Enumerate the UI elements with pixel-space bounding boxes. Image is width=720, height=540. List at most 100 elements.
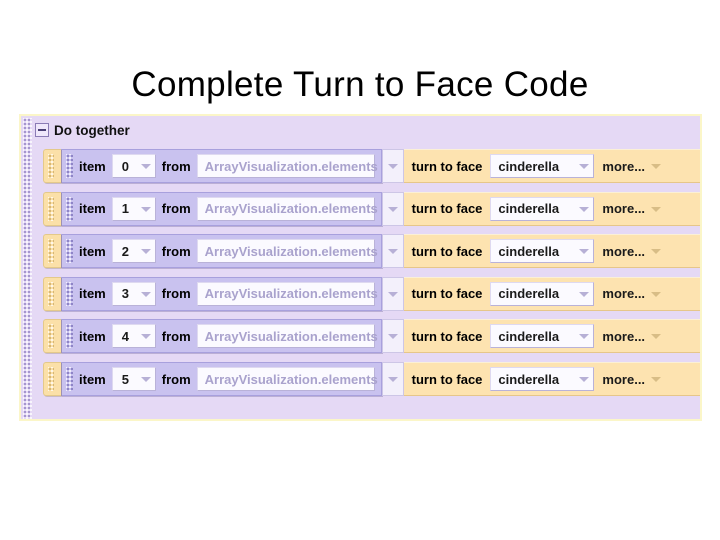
more-options-dropdown[interactable]: more... bbox=[602, 371, 662, 387]
target-object-value: cinderella bbox=[498, 158, 560, 174]
turn-to-face-action-tile[interactable]: turn to face cinderella more... bbox=[403, 362, 700, 396]
item-index-value: 2 bbox=[121, 243, 129, 259]
row-options-dropdown[interactable] bbox=[381, 362, 404, 396]
more-options-dropdown[interactable]: more... bbox=[602, 201, 662, 217]
row-drag-handle[interactable] bbox=[43, 276, 61, 311]
chevron-down-icon bbox=[140, 249, 151, 255]
array-expression-value: ArrayVisualization.elements bbox=[204, 243, 378, 259]
target-object-dropdown[interactable]: cinderella bbox=[490, 281, 595, 306]
from-keyword-label: from bbox=[161, 286, 191, 302]
chevron-down-icon bbox=[387, 377, 398, 382]
row-drag-handle[interactable] bbox=[43, 191, 61, 226]
turn-to-face-action-tile[interactable]: turn to face cinderella more... bbox=[403, 234, 700, 269]
item-index-dropdown[interactable]: 4 bbox=[111, 324, 156, 349]
item-expression-tile[interactable]: item 2 from ArrayVisualization.elements bbox=[61, 234, 393, 269]
array-expression-dropdown[interactable]: ArrayVisualization.elements bbox=[196, 324, 393, 349]
array-expression-dropdown[interactable]: ArrayVisualization.elements bbox=[196, 154, 393, 178]
row-options-dropdown[interactable] bbox=[381, 234, 404, 269]
item-index-dropdown[interactable]: 0 bbox=[111, 154, 156, 178]
item-keyword-label: item bbox=[79, 243, 106, 259]
turn-to-face-label: turn to face bbox=[411, 328, 483, 344]
row-options-dropdown[interactable] bbox=[381, 276, 404, 311]
more-options-dropdown[interactable]: more... bbox=[602, 286, 662, 301]
more-options-label: more... bbox=[602, 201, 646, 217]
item-index-value: 0 bbox=[121, 158, 129, 174]
item-index-value: 4 bbox=[121, 328, 129, 344]
more-options-dropdown[interactable]: more... bbox=[602, 159, 662, 174]
more-options-dropdown[interactable]: more... bbox=[602, 329, 662, 344]
row-drag-handle[interactable] bbox=[43, 234, 61, 269]
page-title: Complete Turn to Face Code bbox=[131, 65, 589, 105]
chevron-down-icon bbox=[140, 334, 151, 340]
from-keyword-label: from bbox=[161, 328, 191, 344]
target-object-dropdown[interactable]: cinderella bbox=[490, 367, 595, 391]
target-object-value: cinderella bbox=[498, 371, 560, 387]
item-index-dropdown[interactable]: 2 bbox=[111, 239, 156, 264]
from-keyword-label: from bbox=[161, 243, 191, 259]
more-options-label: more... bbox=[602, 371, 646, 387]
chevron-down-icon bbox=[579, 249, 590, 255]
drag-handle-dots-icon[interactable] bbox=[23, 118, 32, 419]
chevron-down-icon bbox=[140, 377, 151, 382]
item-index-dropdown[interactable]: 1 bbox=[111, 196, 156, 221]
drag-handle-dots-icon bbox=[66, 281, 73, 306]
drag-handle-dots-icon bbox=[48, 196, 54, 221]
chevron-down-icon bbox=[579, 377, 590, 382]
turn-to-face-label: turn to face bbox=[411, 371, 483, 387]
turn-to-face-action-tile[interactable]: turn to face cinderella more... bbox=[403, 319, 700, 354]
turn-to-face-label: turn to face bbox=[411, 243, 483, 259]
array-expression-value: ArrayVisualization.elements bbox=[204, 201, 378, 217]
more-options-dropdown[interactable]: more... bbox=[602, 244, 662, 259]
drag-handle-dots-icon bbox=[48, 367, 54, 391]
chevron-down-icon bbox=[651, 377, 662, 382]
drag-handle-dots-icon bbox=[48, 324, 54, 349]
row-options-dropdown[interactable] bbox=[381, 149, 404, 183]
drag-handle-dots-icon bbox=[66, 154, 73, 178]
array-expression-value: ArrayVisualization.elements bbox=[204, 286, 378, 302]
item-index-dropdown[interactable]: 3 bbox=[111, 281, 156, 306]
target-object-dropdown[interactable]: cinderella bbox=[490, 324, 595, 349]
array-expression-value: ArrayVisualization.elements bbox=[204, 328, 378, 344]
target-object-value: cinderella bbox=[498, 243, 560, 259]
row-options-dropdown[interactable] bbox=[381, 191, 404, 226]
row-drag-handle[interactable] bbox=[43, 149, 61, 183]
row-drag-handle[interactable] bbox=[43, 319, 61, 354]
row-drag-handle[interactable] bbox=[43, 362, 61, 396]
chevron-down-icon bbox=[140, 291, 151, 297]
array-expression-value: ArrayVisualization.elements bbox=[204, 371, 378, 387]
do-together-label: Do together bbox=[54, 122, 130, 138]
target-object-dropdown[interactable]: cinderella bbox=[490, 196, 595, 221]
item-keyword-label: item bbox=[79, 201, 106, 217]
chevron-down-icon bbox=[387, 164, 398, 169]
item-index-dropdown[interactable]: 5 bbox=[111, 367, 156, 391]
array-expression-dropdown[interactable]: ArrayVisualization.elements bbox=[196, 196, 393, 221]
array-expression-dropdown[interactable]: ArrayVisualization.elements bbox=[196, 239, 393, 264]
statement-row[interactable]: item 2 from ArrayVisualization.elements turn… bbox=[43, 234, 700, 269]
from-keyword-label: from bbox=[161, 158, 191, 174]
array-expression-dropdown[interactable]: ArrayVisualization.elements bbox=[196, 281, 393, 306]
row-options-dropdown[interactable] bbox=[381, 319, 404, 354]
target-object-value: cinderella bbox=[498, 286, 560, 302]
target-object-dropdown[interactable]: cinderella bbox=[490, 239, 595, 264]
chevron-down-icon bbox=[387, 334, 398, 340]
do-together-header[interactable]: Do together bbox=[35, 120, 130, 140]
chevron-down-icon bbox=[387, 206, 398, 212]
array-expression-dropdown[interactable]: ArrayVisualization.elements bbox=[196, 367, 393, 391]
chevron-down-icon bbox=[387, 291, 398, 297]
chevron-down-icon bbox=[651, 291, 662, 297]
target-object-dropdown[interactable]: cinderella bbox=[490, 154, 595, 178]
minus-box-icon[interactable] bbox=[35, 123, 49, 137]
